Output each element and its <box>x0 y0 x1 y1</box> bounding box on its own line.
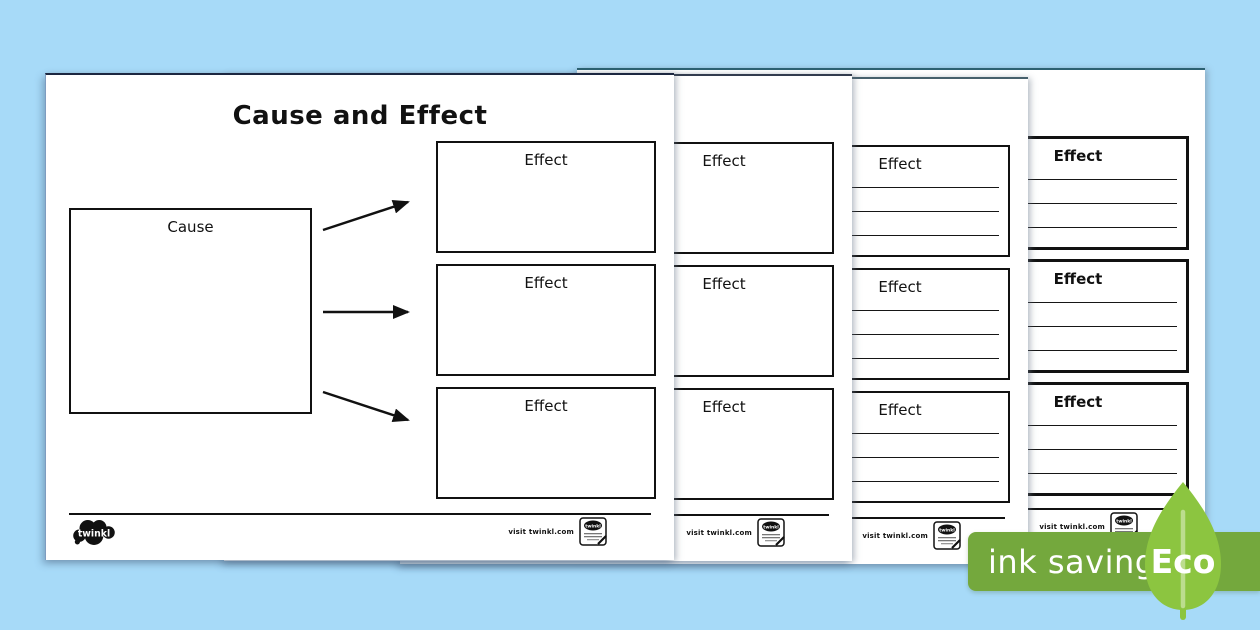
footer-visit-group: visit twinkl.com twinkl <box>400 521 1005 561</box>
writing-line <box>970 326 1177 327</box>
effect-label: Effect <box>524 397 568 415</box>
writing-line <box>792 310 999 311</box>
eco-label: Eco <box>1150 542 1216 581</box>
effect-box: Effect <box>436 264 656 376</box>
page-title: Cause and Effect <box>232 101 488 131</box>
writing-line <box>792 187 999 188</box>
writing-line <box>792 358 999 359</box>
visit-twinkl-text: visit twinkl.com <box>1039 523 1105 531</box>
cause-label: Cause <box>167 218 214 236</box>
visit-twinkl-text: visit twinkl.com <box>686 529 752 537</box>
writing-line <box>970 302 1177 303</box>
worksheet-page-1: Cause and Effect Cause Effect Effect Eff… <box>45 73 674 560</box>
writing-line <box>792 235 999 236</box>
effect-label: Effect <box>1053 393 1103 411</box>
effect-label: Effect <box>1053 147 1103 165</box>
effect-label: Effect <box>878 155 922 173</box>
ink-saving-label: ink saving <box>988 542 1156 581</box>
writing-line <box>792 334 999 335</box>
twinkl-badge-icon: twinkl <box>579 517 607 546</box>
writing-line <box>970 473 1177 474</box>
twinkl-badge-icon: twinkl <box>757 518 785 547</box>
badge-logo-text: twinkl <box>939 527 955 533</box>
effect-label: Effect <box>524 274 568 292</box>
twinkl-logo-text: twinkl <box>78 529 110 540</box>
twinkl-logo: twinkl <box>73 520 115 545</box>
writing-line <box>792 457 999 458</box>
writing-line <box>792 481 999 482</box>
visit-twinkl-text: visit twinkl.com <box>862 532 928 540</box>
cause-box: Cause <box>69 208 312 414</box>
footer-visit-group: visit twinkl.com twinkl <box>224 518 829 558</box>
effect-box: Effect <box>436 141 656 253</box>
writing-line <box>970 227 1177 228</box>
badge-logo-text: twinkl <box>1116 518 1132 524</box>
writing-line <box>970 203 1177 204</box>
effect-label: Effect <box>1053 270 1103 288</box>
eco-leaf-icon: Eco <box>1141 480 1225 622</box>
effect-label: Effect <box>878 278 922 296</box>
effect-label: Effect <box>702 275 746 293</box>
effect-box: Effect <box>436 387 656 499</box>
badge-logo-text: twinkl <box>763 524 779 530</box>
badge-logo-text: twinkl <box>585 523 601 529</box>
footer-visit-group: visit twinkl.com twinkl <box>46 517 651 557</box>
writing-line <box>970 449 1177 450</box>
writing-line <box>970 350 1177 351</box>
writing-line <box>970 425 1177 426</box>
twinkl-badge-icon: twinkl <box>933 521 961 550</box>
visit-twinkl-text: visit twinkl.com <box>508 528 574 536</box>
writing-line <box>792 433 999 434</box>
effect-label: Effect <box>524 151 568 169</box>
footer-rule <box>69 513 651 515</box>
writing-line <box>970 179 1177 180</box>
effect-label: Effect <box>702 152 746 170</box>
